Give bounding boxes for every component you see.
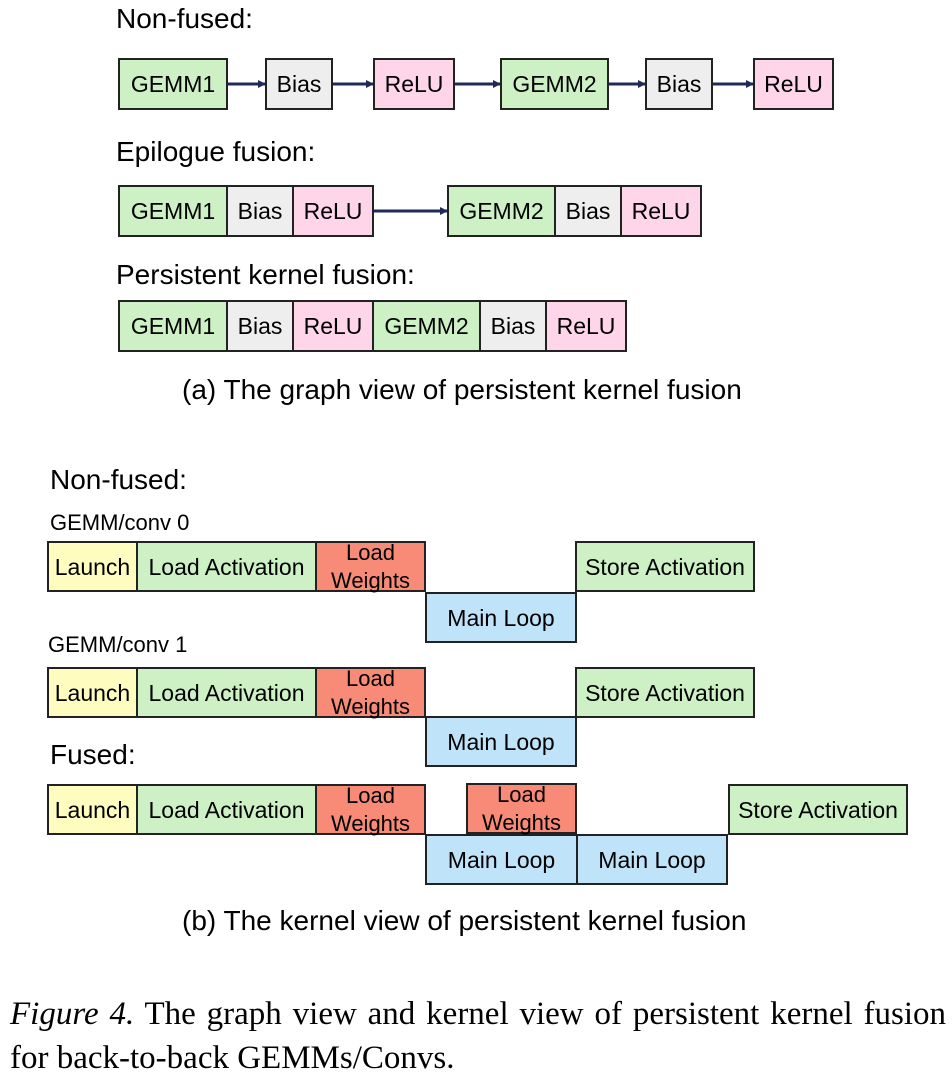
figure-caption: Figure 4. The graph view and kernel view… <box>10 992 946 1080</box>
nonfused-graph-label: Non-fused: <box>116 3 253 34</box>
graph-epilogue-gemm1: GEMM1 <box>118 185 228 237</box>
conv0-load-activation: Load Activation <box>136 541 317 592</box>
conv1-launch: Launch <box>47 667 138 718</box>
fused-label: Fused: <box>50 739 136 770</box>
graph-epilogue-relu2: ReLU <box>620 185 702 237</box>
graph-persistent-bias1: Bias <box>226 300 294 352</box>
figure-number: Figure 4. <box>10 996 135 1032</box>
conv1-main-loop: Main Loop <box>425 716 577 767</box>
persistent-fusion-label: Persistent kernel fusion: <box>116 259 415 290</box>
fused-load-weights-1: Load Weights <box>315 783 426 836</box>
conv0-main-loop: Main Loop <box>425 592 577 643</box>
conv0-store-activation: Store Activation <box>575 541 755 592</box>
nonfused-kernel-label: Non-fused: <box>50 464 187 495</box>
conv0-launch: Launch <box>47 541 138 592</box>
fused-main-loop-2: Main Loop <box>576 834 728 885</box>
figure-caption-text: The graph view and kernel view of persis… <box>10 996 947 1076</box>
graph-epilogue-relu1: ReLU <box>292 185 374 237</box>
fused-store-activation: Store Activation <box>728 784 908 835</box>
graph-epilogue-bias1: Bias <box>226 185 294 237</box>
graph-persistent-gemm1: GEMM1 <box>118 300 228 352</box>
conv1-load-weights: Load Weights <box>315 666 426 719</box>
graph-epilogue-bias2: Bias <box>554 185 622 237</box>
conv1-store-activation: Store Activation <box>575 667 755 718</box>
graph-nonfused-bias2: Bias <box>645 58 713 110</box>
graph-nonfused-gemm2: GEMM2 <box>500 58 609 110</box>
conv1-load-activation: Load Activation <box>136 667 317 718</box>
conv1-label: GEMM/conv 1 <box>48 632 188 657</box>
graph-persistent-gemm2: GEMM2 <box>372 300 481 352</box>
fused-load-activation: Load Activation <box>136 784 317 835</box>
graph-nonfused-relu1: ReLU <box>373 58 455 110</box>
graph-view-caption: (a) The graph view of persistent kernel … <box>182 374 742 405</box>
fused-launch: Launch <box>47 784 138 835</box>
graph-nonfused-relu2: ReLU <box>753 58 834 110</box>
graph-persistent-bias2: Bias <box>479 300 547 352</box>
conv0-load-weights: Load Weights <box>315 540 426 593</box>
graph-persistent-relu1: ReLU <box>292 300 374 352</box>
fused-load-weights-2: Load Weights <box>466 782 577 835</box>
kernel-view-caption: (b) The kernel view of persistent kernel… <box>182 905 747 936</box>
graph-persistent-relu2: ReLU <box>545 300 627 352</box>
graph-nonfused-gemm1: GEMM1 <box>118 58 228 110</box>
conv0-label: GEMM/conv 0 <box>50 510 190 535</box>
fused-main-loop-1: Main Loop <box>425 834 578 885</box>
graph-epilogue-gemm2: GEMM2 <box>447 185 556 237</box>
graph-nonfused-bias1: Bias <box>265 58 333 110</box>
epilogue-fusion-label: Epilogue fusion: <box>116 136 316 167</box>
